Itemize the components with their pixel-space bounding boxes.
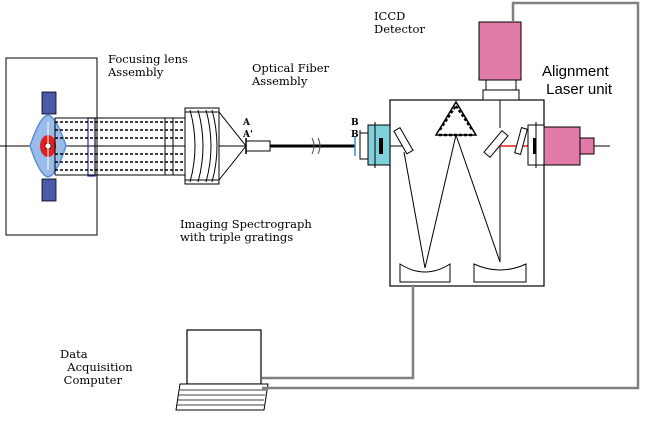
computer-monitor	[186, 329, 262, 385]
iccd-detector	[478, 21, 522, 81]
focusing-lens-label: Focusing lens Assembly	[108, 52, 188, 79]
exit-mirror	[483, 129, 509, 159]
spectrograph-box	[389, 99, 545, 287]
spectrograph-label: Imaging Spectrograph with triple grating…	[180, 217, 312, 244]
magnet-bottom	[41, 178, 57, 202]
window-flange	[87, 117, 96, 177]
marker-b-prime: B'	[351, 130, 362, 140]
plasma-chamber-box	[5, 57, 98, 236]
entrance-mirror	[393, 127, 414, 155]
focusing-mirror	[473, 263, 527, 283]
alignment-laser	[543, 126, 581, 166]
marker-a: A	[243, 118, 250, 128]
data-cables	[262, 1, 640, 390]
computer-keyboard	[175, 383, 269, 411]
fiber-connector-a	[245, 140, 271, 152]
spectrograph-rays	[403, 134, 501, 269]
marker-a-prime: A'	[243, 130, 253, 140]
optical-fiber-label: Optical Fiber Assembly	[252, 61, 330, 88]
collimating-mirror	[399, 263, 451, 283]
computer-label: Data Acquisition Computer	[60, 347, 133, 387]
marker-b: B	[351, 118, 359, 128]
magnet-top	[41, 91, 57, 115]
light-rays	[55, 121, 185, 171]
iccd-label: ICCD Detector	[374, 9, 425, 36]
lens-tube	[54, 117, 185, 176]
alignment-laser-label: Alignment Laser unit	[542, 63, 613, 98]
lens-stack	[184, 107, 247, 185]
